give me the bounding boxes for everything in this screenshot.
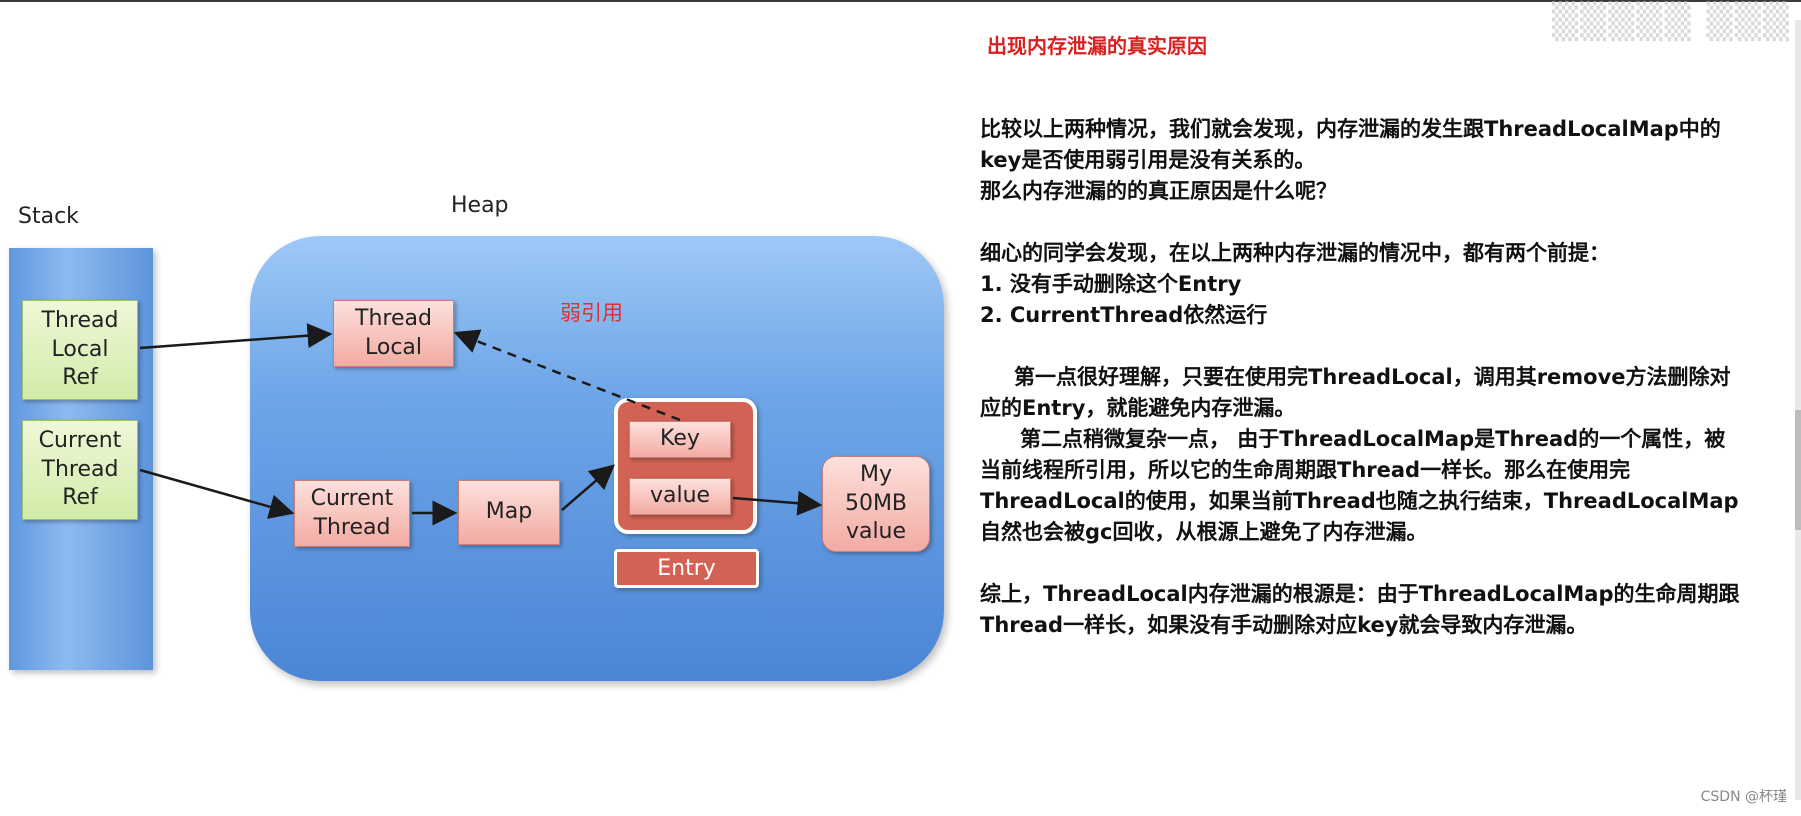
text-line: 1. 没有手动删除这个Entry bbox=[980, 272, 1242, 296]
big-value-box: My 50MB value bbox=[822, 456, 930, 552]
text-line: 应的Entry，就能避免内存泄漏。 bbox=[980, 396, 1296, 420]
currentthread-ref-box: Current Thread Ref bbox=[22, 420, 138, 520]
threadlocal-box: Thread Local bbox=[333, 300, 454, 367]
arrow-ref-to-currentthread bbox=[139, 468, 295, 519]
weak-reference-label: 弱引用 bbox=[560, 301, 623, 325]
heap-label: Heap bbox=[451, 193, 509, 218]
map-box: Map bbox=[458, 480, 560, 545]
text-line: 细心的同学会发现，在以上两种内存泄漏的情况中，都有两个前提： bbox=[980, 241, 1610, 265]
entry-label-box: Entry bbox=[614, 549, 759, 588]
explanation-text: 比较以上两种情况，我们就会发现，内存泄漏的发生跟ThreadLocalMap中的… bbox=[980, 114, 1760, 641]
arrow-weak-ref-dashed bbox=[453, 329, 681, 422]
watermark-logo: ▒▒▒▒▒ ▒▒▒ bbox=[1551, 2, 1791, 42]
text-line: 综上，ThreadLocal内存泄漏的根源是：由于ThreadLocalMap的… bbox=[980, 582, 1740, 606]
page-title: 出现内存泄漏的真实原因 bbox=[987, 34, 1207, 58]
text-line: 比较以上两种情况，我们就会发现，内存泄漏的发生跟ThreadLocalMap中的 bbox=[980, 117, 1721, 141]
text-line: 2. CurrentThread依然运行 bbox=[980, 303, 1268, 327]
text-line: ThreadLocal的使用，如果当前Thread也随之执行结束，ThreadL… bbox=[980, 489, 1739, 513]
arrow-ref-to-threadlocal bbox=[139, 323, 333, 350]
text-line: 第一点很好理解，只要在使用完ThreadLocal，调用其remove方法删除对 bbox=[1014, 365, 1731, 389]
threadlocal-ref-box: Thread Local Ref bbox=[22, 300, 138, 400]
text-line: 第二点稍微复杂一点， 由于ThreadLocalMap是Thread的一个属性，… bbox=[1020, 427, 1726, 451]
text-line: Thread一样长，如果没有手动删除对应key就会导致内存泄漏。 bbox=[980, 613, 1588, 637]
text-line: 当前线程所引用，所以它的生命周期跟Thread一样长。那么在使用完 bbox=[980, 458, 1631, 482]
text-line: 自然也会被gc回收，从根源上避免了内存泄漏。 bbox=[980, 520, 1428, 544]
arrow-map-to-entry bbox=[561, 464, 615, 511]
text-line: key是否使用弱引用是没有关系的。 bbox=[980, 148, 1316, 172]
stack-label: Stack bbox=[18, 204, 79, 229]
top-border bbox=[0, 0, 1801, 2]
currentthread-box: Current Thread bbox=[294, 480, 410, 547]
value-box: value bbox=[629, 478, 731, 515]
scrollbar-thumb[interactable] bbox=[1795, 410, 1801, 530]
key-box: Key bbox=[629, 421, 731, 458]
text-line: 那么内存泄漏的的真正原因是什么呢？ bbox=[980, 179, 1337, 203]
csdn-watermark: CSDN @杯瑾 bbox=[1700, 789, 1787, 805]
arrow-value-to-bigvalue bbox=[732, 490, 823, 516]
